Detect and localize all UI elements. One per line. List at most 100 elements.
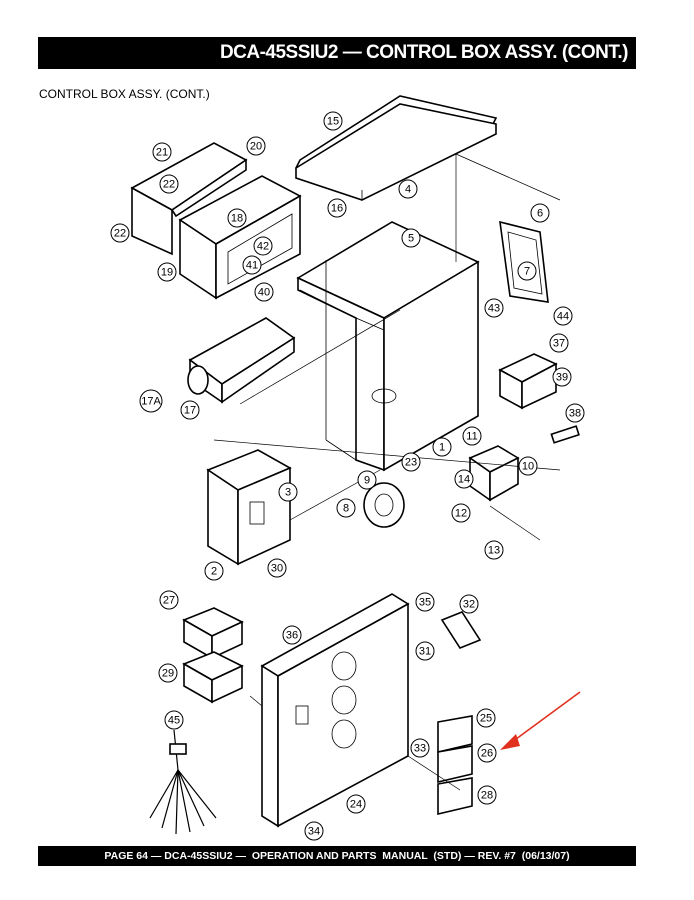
callout-20: 20 — [246, 136, 266, 156]
page-title: DCA-45SSIU2 — CONTROL BOX ASSY. (CONT.) — [219, 42, 629, 63]
callout-27: 27 — [159, 590, 179, 610]
callout-label: 18 — [231, 213, 243, 225]
callout-label: 43 — [488, 303, 500, 315]
wire-harness-45 — [149, 729, 217, 835]
callout-12: 12 — [451, 503, 471, 523]
callout-label: 3 — [285, 487, 291, 499]
callout-4: 4 — [398, 179, 418, 199]
callout-2: 2 — [204, 561, 224, 581]
callout-34: 34 — [304, 821, 324, 841]
callout-label: 7 — [524, 266, 530, 278]
callout-35: 35 — [415, 592, 435, 612]
circuit-breaker-3 — [206, 449, 292, 566]
callout-label: 32 — [463, 599, 475, 611]
callout-label: 41 — [246, 260, 258, 272]
callout-22a: 22 — [159, 174, 179, 194]
callout-label: 31 — [419, 646, 431, 658]
terminal-block-11 — [468, 445, 520, 502]
callout-25: 25 — [476, 708, 496, 728]
callout-24: 24 — [346, 794, 366, 814]
callout-41: 41 — [242, 255, 262, 275]
leader-lines — [213, 153, 561, 791]
callout-9: 9 — [357, 470, 377, 490]
callout-15: 15 — [323, 111, 343, 131]
callout-label: 35 — [419, 597, 431, 609]
callout-label: 2 — [211, 566, 217, 578]
meter-27 — [182, 607, 244, 660]
bracket-32 — [440, 611, 482, 649]
callout-label: 24 — [350, 799, 362, 811]
callout-19: 19 — [157, 262, 177, 282]
callout-label: 19 — [161, 267, 173, 279]
callout-label: 28 — [481, 790, 493, 802]
callout-8: 8 — [336, 498, 356, 518]
callout-label: 45 — [168, 715, 180, 727]
callout-33: 33 — [410, 738, 430, 758]
callout-label: 10 — [522, 461, 534, 473]
current-transformer-9 — [363, 482, 405, 528]
callout-3: 3 — [278, 482, 298, 502]
callout-10: 10 — [518, 456, 538, 476]
callout-label: 44 — [557, 311, 569, 323]
callout-45: 45 — [164, 710, 184, 730]
callout-label: 40 — [258, 287, 270, 299]
front-panel-24 — [260, 593, 410, 828]
callout-label: 33 — [414, 743, 426, 755]
callout-14: 14 — [454, 469, 474, 489]
callout-label: 4 — [405, 184, 411, 196]
callout-label: 22 — [114, 228, 126, 240]
callout-5: 5 — [401, 228, 421, 248]
callout-label: 26 — [481, 748, 493, 760]
section-label: CONTROL BOX ASSY. (CONT.) — [39, 87, 210, 101]
callout-label: 9 — [364, 475, 370, 487]
top-cover — [295, 95, 498, 201]
callout-label: 36 — [286, 630, 298, 642]
callout-37: 37 — [549, 333, 569, 353]
callout-label: 8 — [343, 503, 349, 515]
callout-44: 44 — [553, 306, 573, 326]
callout-29: 29 — [158, 663, 178, 683]
callout-38: 38 — [565, 403, 585, 423]
callout-label: 20 — [250, 141, 262, 153]
callout-label: 38 — [569, 408, 581, 420]
callout-label: 34 — [308, 826, 320, 838]
callout-label: 6 — [537, 208, 543, 220]
callout-label: 37 — [553, 338, 565, 350]
header-bar: DCA-45SSIU2 — CONTROL BOX ASSY. (CONT.) — [38, 37, 636, 69]
callout-13: 13 — [484, 540, 504, 560]
panel-meter-26 — [437, 745, 473, 784]
callout-label: 21 — [156, 147, 168, 159]
callout-23: 23 — [401, 452, 421, 472]
callout-label: 16 — [331, 203, 343, 215]
callout-label: 12 — [455, 508, 467, 520]
callout-1: 1 — [432, 437, 452, 457]
callout-label: 29 — [162, 668, 174, 680]
callout-label: 30 — [271, 563, 283, 575]
callout-label: 27 — [163, 595, 175, 607]
relay-37 — [498, 353, 558, 410]
callout-label: 17 — [184, 405, 196, 417]
callout-22b: 22 — [110, 223, 130, 243]
callout-40: 40 — [254, 282, 274, 302]
callout-28: 28 — [477, 785, 497, 805]
callout-43: 43 — [484, 298, 504, 318]
callout-17: 17 — [180, 400, 200, 420]
callout-39: 39 — [552, 367, 572, 387]
callout-7: 7 — [517, 261, 537, 281]
callout-31: 31 — [415, 641, 435, 661]
rotary-switch-17 — [187, 317, 296, 404]
callout-16: 16 — [327, 198, 347, 218]
callout-label: 23 — [405, 457, 417, 469]
main-control-box — [296, 221, 480, 472]
footer-bar: PAGE 64 — DCA-45SSIU2 — OPERATION AND PA… — [38, 846, 636, 866]
fuse-38 — [550, 425, 580, 444]
callout-group: 15202122221645671842411940434437393817A1… — [110, 111, 585, 841]
callout-26: 26 — [477, 743, 497, 763]
callout-32: 32 — [459, 594, 479, 614]
callout-label: 5 — [408, 233, 414, 245]
callout-6: 6 — [530, 203, 550, 223]
callout-30: 30 — [267, 558, 287, 578]
callout-17A: 17A — [139, 389, 163, 413]
callout-label: 39 — [556, 372, 568, 384]
